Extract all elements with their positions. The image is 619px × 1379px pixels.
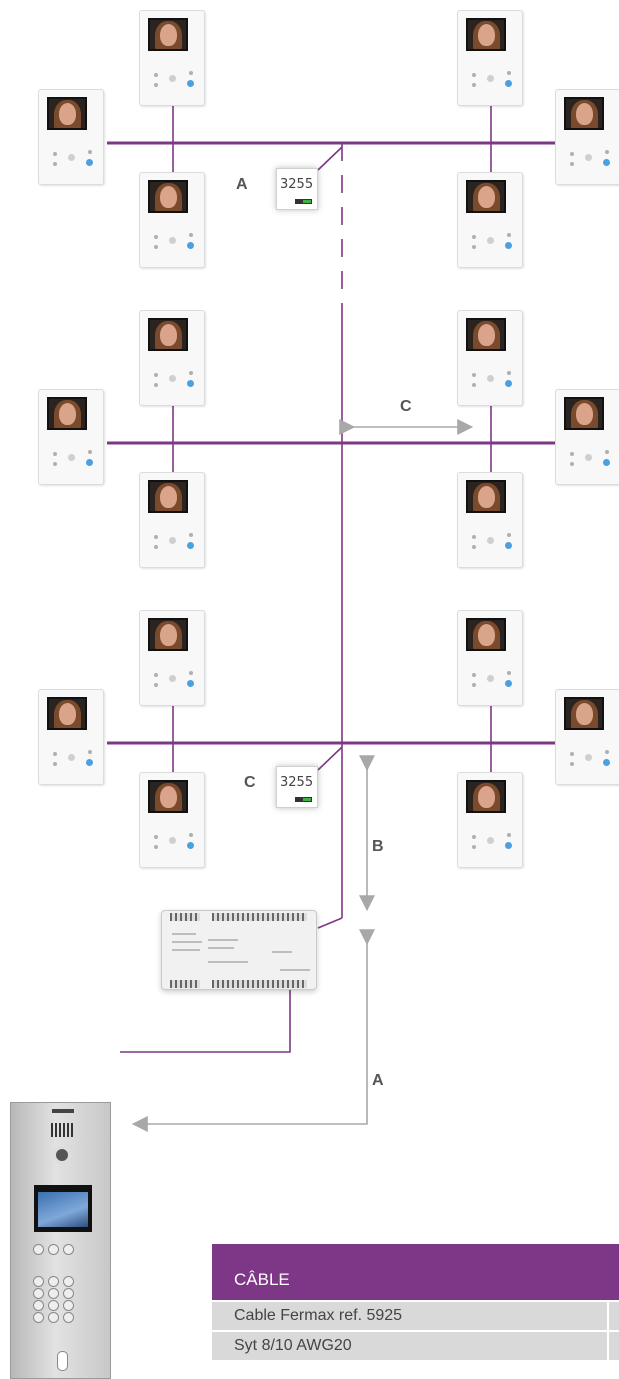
table-row: Cable Fermax ref. 5925 (212, 1302, 619, 1330)
decoder-module-top: 3255 (276, 168, 318, 210)
door-entry-panel (10, 1102, 111, 1379)
monitor (139, 172, 205, 268)
monitor (139, 10, 205, 106)
cable-table: CÂBLE Cable Fermax ref. 5925 Syt 8/10 AW… (212, 1244, 619, 1362)
monitor (139, 610, 205, 706)
monitor (139, 310, 205, 406)
dimension-label-a: A (372, 1072, 384, 1089)
cable-header-label: CÂBLE (212, 1244, 607, 1300)
cable-table-header: CÂBLE (212, 1244, 619, 1300)
monitor (38, 89, 104, 185)
decoder-label-bottom: C (244, 774, 256, 791)
monitor (457, 610, 523, 706)
dimension-label-b: B (372, 838, 384, 855)
monitor (555, 89, 619, 185)
monitor (457, 310, 523, 406)
speaker-grill (51, 1123, 75, 1137)
decoder-code: 3255 (280, 775, 314, 790)
monitor (457, 772, 523, 868)
cable-row-2: Syt 8/10 AWG20 (212, 1332, 607, 1360)
dimension-a-arrow (131, 929, 375, 1132)
camera-icon (53, 1146, 71, 1164)
monitor (457, 172, 523, 268)
cable-row-1: Cable Fermax ref. 5925 (212, 1302, 607, 1330)
monitor (38, 389, 104, 485)
table-row: Syt 8/10 AWG20 (212, 1332, 619, 1360)
decoder-code: 3255 (280, 177, 314, 192)
decoder-module-bottom: 3255 (276, 766, 318, 808)
power-supply (161, 910, 317, 990)
monitor (555, 389, 619, 485)
panel-display (34, 1185, 92, 1232)
decoder-label-top: A (236, 176, 248, 193)
monitor (139, 472, 205, 568)
monitor (555, 689, 619, 785)
monitor (38, 689, 104, 785)
monitor (139, 772, 205, 868)
panel-cable (120, 990, 291, 1053)
dimension-label-c: C (400, 398, 412, 415)
key-slot (57, 1351, 68, 1371)
monitor (457, 472, 523, 568)
monitor (457, 10, 523, 106)
